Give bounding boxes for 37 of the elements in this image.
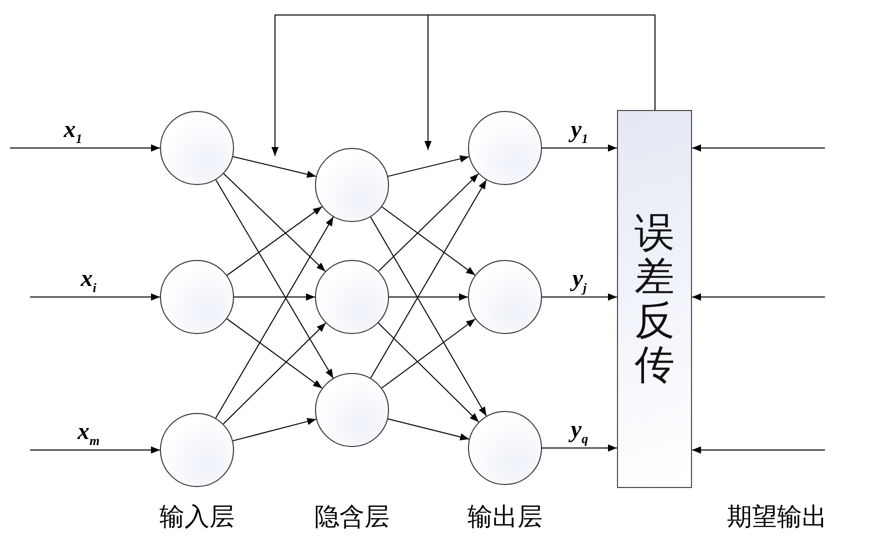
arrow — [542, 444, 618, 452]
arrow — [542, 293, 618, 301]
box-text: 误差反传 — [634, 211, 674, 387]
arrow — [226, 206, 322, 276]
arrow — [10, 144, 160, 152]
layer-label: 输入层 — [160, 501, 234, 533]
arrow — [222, 322, 326, 424]
arrow — [692, 293, 826, 301]
arrow — [232, 418, 317, 442]
arrow — [692, 446, 826, 454]
arrow — [424, 14, 656, 150]
arrow — [381, 206, 476, 276]
layer-label: 期望输出 — [727, 501, 827, 533]
arrow — [388, 293, 468, 301]
arrow — [387, 418, 470, 440]
arrow — [30, 446, 160, 454]
arrow — [215, 179, 334, 379]
arrow — [370, 180, 487, 378]
arrow — [381, 318, 476, 388]
arrow — [223, 173, 326, 272]
arrow — [692, 144, 826, 152]
arrow — [378, 322, 480, 422]
neuron-circle — [315, 373, 389, 447]
arrow — [30, 293, 160, 301]
arrow — [388, 155, 470, 177]
arrow — [232, 156, 316, 178]
arrow — [215, 216, 334, 419]
arrow — [226, 318, 323, 389]
neuron-circle — [315, 260, 389, 334]
layer-label: 输出层 — [468, 501, 542, 533]
arrow — [234, 293, 316, 301]
arrow — [378, 173, 479, 272]
process-box — [617, 110, 692, 488]
arrow — [542, 144, 618, 152]
arrow — [370, 216, 487, 416]
neuron-circle — [315, 148, 389, 222]
layer-label: 隐含层 — [314, 501, 390, 533]
